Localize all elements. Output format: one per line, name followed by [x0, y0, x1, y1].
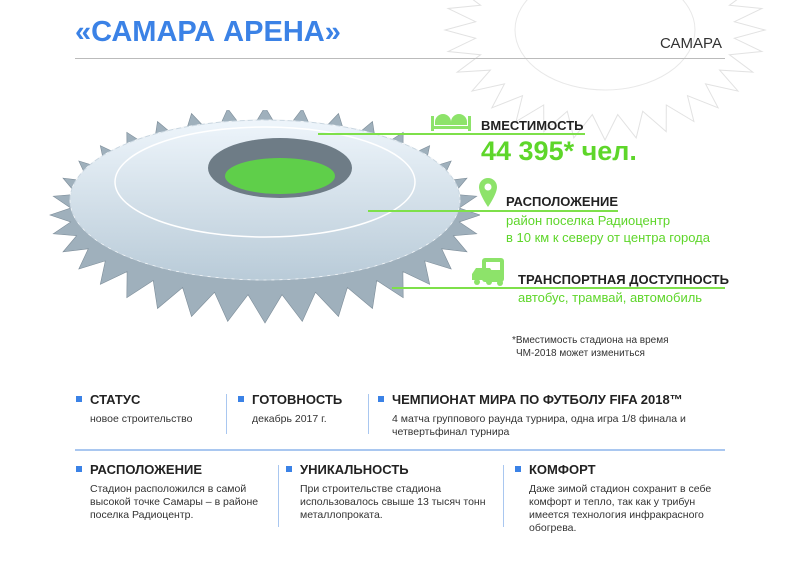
map-pin-icon [479, 178, 497, 207]
fact-text: При строительстве стадиона использовалос… [300, 483, 486, 521]
fact-text: декабрь 2017 г. [252, 413, 327, 425]
stadium-illustration [49, 110, 480, 324]
location-line-1: район поселка Радиоцентр [506, 213, 671, 228]
divider [75, 449, 725, 451]
capacity-label: ВМЕСТИМОСТЬ [481, 118, 584, 133]
fact-text: Даже зимой стадион сохранит в себе комфо… [529, 483, 712, 534]
seats-icon [431, 114, 471, 131]
fact-title: УНИКАЛЬНОСТЬ [286, 462, 490, 477]
note-line-1: *Вместимость стадиона на время [512, 335, 669, 346]
divider [503, 465, 504, 527]
fact-uniqueness: УНИКАЛЬНОСТЬ При строительстве стадиона и… [286, 462, 490, 522]
location-leader-line [368, 210, 618, 212]
fact-title: РАСПОЛОЖЕНИЕ [76, 462, 270, 477]
fact-text: 4 матча группового раунда турнира, одна … [392, 413, 686, 438]
transport-text: автобус, трамвай, автомобиль [518, 290, 703, 305]
stadium-outline-watermark [443, 0, 767, 142]
divider [226, 394, 227, 434]
fact-title: ГОТОВНОСТЬ [238, 392, 362, 407]
fact-title: ЧЕМПИОНАТ МИРА ПО ФУТБОЛУ FIFA 2018™ [378, 392, 722, 407]
divider [368, 394, 369, 434]
transport-leader-line [392, 287, 725, 289]
location-label: РАСПОЛОЖЕНИЕ [506, 194, 618, 209]
city-label: САМАРА [660, 35, 723, 52]
transport-label: ТРАНСПОРТНАЯ ДОСТУПНОСТЬ [518, 272, 729, 287]
divider [75, 58, 725, 59]
fact-title: КОМФОРТ [515, 462, 729, 477]
note-line-2: ЧМ-2018 может измениться [516, 348, 645, 359]
fact-title: СТАТУС [76, 392, 220, 407]
location-line-2: в 10 км к северу от центра города [506, 230, 710, 245]
capacity-leader-line [318, 133, 585, 135]
divider [278, 465, 279, 527]
fact-readiness: ГОТОВНОСТЬ декабрь 2017 г. [238, 392, 362, 426]
capacity-value: 44 395* чел. [481, 136, 637, 166]
fact-world-cup: ЧЕМПИОНАТ МИРА ПО ФУТБОЛУ FIFA 2018™ 4 ма… [378, 392, 722, 439]
fact-comfort: КОМФОРТ Даже зимой стадион сохранит в себ… [515, 462, 729, 535]
fact-status: СТАТУС новое строительство [76, 392, 220, 426]
fact-location: РАСПОЛОЖЕНИЕ Стадион расположился в самой… [76, 462, 270, 522]
bus-car-icon [472, 258, 504, 286]
fact-text: Стадион расположился в самой высокой точ… [90, 483, 259, 521]
page-title: «САМАРА АРЕНА» [75, 16, 341, 48]
fact-text: новое строительство [90, 413, 193, 425]
